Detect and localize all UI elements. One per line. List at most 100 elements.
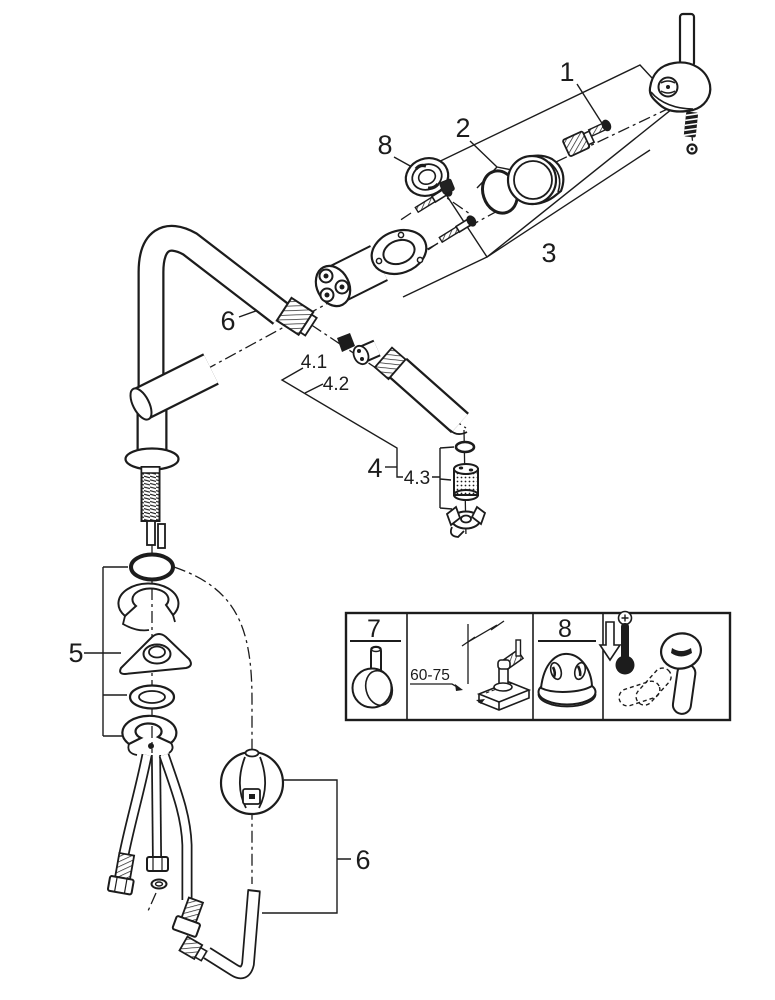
screw-2-thread (438, 225, 461, 244)
panel-7-number: 7 (367, 615, 381, 643)
aerator-hole-2 (468, 468, 474, 472)
handle-adapter (562, 130, 596, 157)
lever-dashed-1 (635, 667, 672, 706)
hose-left-nut-facet2 (123, 878, 128, 894)
lever-positions-icon (618, 632, 702, 715)
restrictor-wing-left (445, 505, 462, 527)
aerator-insert (453, 463, 479, 501)
screw1-axis-line (398, 212, 412, 222)
cap-rim-inner (513, 160, 553, 200)
thermometer-bulb (615, 655, 635, 675)
deck-sides (478, 690, 530, 711)
callout3-leader (486, 149, 651, 258)
restrictor-wing-right (470, 505, 487, 526)
handle-cap-bead-hole (690, 147, 694, 151)
callout4-bracket (280, 367, 440, 478)
weight-top-hole (244, 748, 260, 758)
cartridge-port-3-hole (339, 284, 345, 290)
tube-knurl (373, 346, 407, 381)
elbow-tube-cut (247, 889, 261, 893)
panel-install: 60-75 (410, 620, 532, 711)
restrictor-hole (460, 514, 472, 524)
panel-8-number: 8 (558, 615, 572, 643)
down-arrow-icon (598, 621, 622, 662)
side-mount-fill (134, 355, 218, 418)
weight-latch-hole (249, 794, 255, 799)
center-pipe-fill (152, 754, 161, 858)
callout6b-bracket (262, 779, 351, 914)
hose-right-collar (171, 915, 201, 938)
info-panel-box: 7 60-75 (344, 610, 732, 722)
cartridge-flange (370, 228, 428, 276)
seal-4-1 (337, 333, 355, 352)
hose-left-fill (120, 754, 151, 855)
dome-cap (506, 154, 565, 206)
spray-group (337, 333, 487, 538)
callout-2: 2 (455, 113, 470, 143)
callout-6-bottom: 6 (355, 845, 370, 875)
wedge-top (117, 582, 180, 618)
lever-head-slot (671, 648, 692, 657)
callout-4-2: 4.2 (323, 374, 349, 395)
screw-2 (438, 215, 477, 244)
screw2-axis-line (424, 242, 439, 253)
aerator-top (453, 463, 479, 475)
hose-elbow (178, 889, 261, 980)
pipe-axis-line (147, 892, 157, 912)
mousseur-icon-base-rim (537, 693, 597, 708)
insert-4-2 (352, 339, 381, 366)
callout42-leader (304, 383, 324, 394)
mousseur-slots (414, 163, 440, 190)
wedge-thickness (121, 614, 176, 632)
stabilizer-wedge (117, 582, 180, 632)
callout43-bracket (439, 446, 455, 510)
callout5-bracket (84, 566, 128, 737)
install-faucet-icon (493, 639, 525, 692)
callout-6-top: 6 (220, 306, 235, 336)
dim-arrowhead (455, 684, 463, 691)
horseshoe-nut (121, 714, 178, 756)
callout8-leader (393, 156, 413, 168)
panel-temperature (598, 610, 702, 715)
hose-right-fill (160, 753, 191, 900)
callout-4-3: 4.3 (404, 468, 430, 489)
callout-4-1: 4.1 (301, 352, 327, 373)
callout-3: 3 (541, 238, 556, 268)
flange-hole-3 (416, 256, 424, 264)
thermometer-plus (621, 614, 629, 622)
elbow-fitting-collar (194, 946, 208, 962)
callout-5: 5 (68, 638, 83, 668)
flow-restrictor (445, 505, 487, 538)
thermometer-icon (615, 610, 635, 675)
screw-1-thread (414, 195, 437, 214)
aerator-bottom (453, 489, 479, 501)
spout-tip-knurl (275, 296, 318, 337)
handle-spring (683, 111, 699, 138)
install-base (493, 682, 513, 692)
spray-tube (373, 346, 469, 435)
spring-coils (683, 112, 699, 137)
lever-knob-icon (351, 645, 394, 709)
insert-hole-2 (360, 357, 364, 361)
handle-screw-head (601, 119, 612, 132)
handle-group (562, 12, 712, 157)
shank-collar (140, 466, 161, 474)
callout-labels: 1 2 8 3 6 4.1 4.2 4 4.3 5 6 (68, 57, 574, 875)
knob-face (364, 669, 394, 707)
hose-group (106, 748, 285, 980)
hose-right-end (171, 896, 205, 938)
spray-hose-weight (219, 748, 285, 816)
lever-ghost-1 (635, 667, 672, 706)
tube-fill (390, 359, 468, 432)
flange-inner (382, 238, 416, 266)
spray-tube-axis-line (291, 311, 467, 429)
aerator-set-4-3 (445, 440, 487, 538)
screw-2-head (466, 215, 477, 227)
install-pin (515, 639, 522, 657)
triangle-cone-inner (148, 645, 166, 659)
cartridge-port-2-hole (324, 292, 330, 298)
handle-body (648, 61, 712, 113)
faucet-body-group (124, 224, 318, 549)
cap-depth-arc (548, 161, 561, 193)
